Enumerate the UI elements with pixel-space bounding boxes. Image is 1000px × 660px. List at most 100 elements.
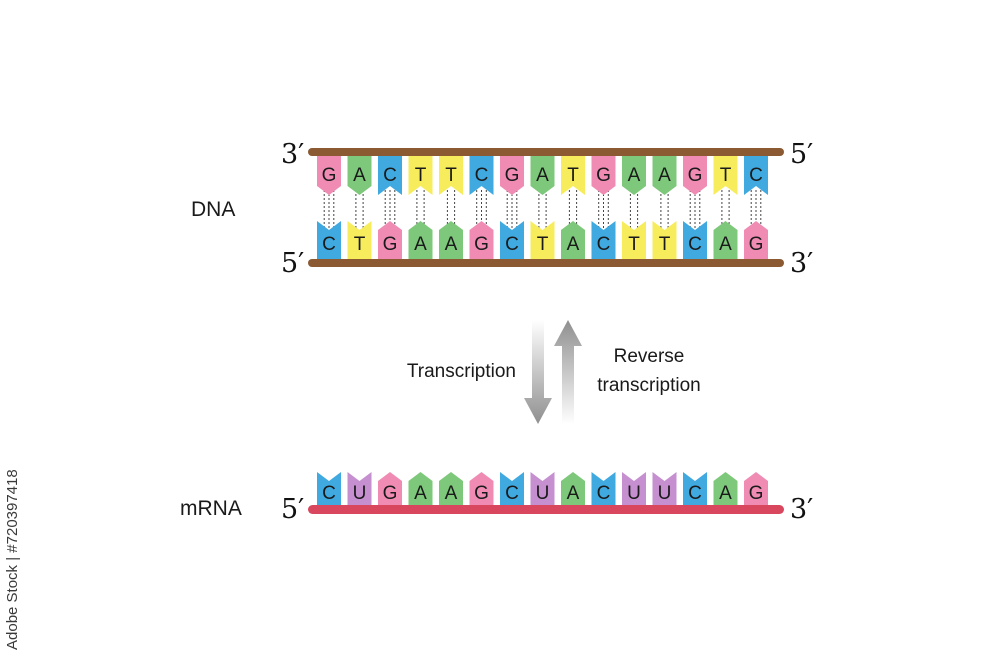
- dna-top-base-2: [347, 155, 372, 195]
- dna-top-base-letter-11: A: [628, 165, 641, 186]
- dna-top-base-1: [317, 155, 341, 195]
- mrna-base-letter-5: A: [445, 483, 458, 504]
- mrna-base-letter-2: U: [353, 483, 367, 504]
- dna-bottom-base-9: [561, 221, 585, 260]
- transcription-arrow-down: [524, 320, 552, 424]
- dna-bottom-base-13: [683, 221, 707, 260]
- mrna-base-letter-1: C: [322, 483, 336, 504]
- mrna-base-6: [469, 472, 494, 506]
- dna-bottom-base-letter-9: A: [567, 234, 580, 255]
- dna-top-base-letter-12: A: [658, 165, 671, 186]
- dna-top-base-letter-6: C: [475, 165, 489, 186]
- mrna-left-end-label: 5′: [281, 494, 304, 525]
- mrna-base-letter-11: U: [627, 483, 641, 504]
- mrna-base-12: [652, 472, 677, 506]
- dna-top-base-13: [683, 155, 707, 195]
- dna-top-base-letter-9: T: [567, 165, 579, 186]
- mrna-base-letter-4: A: [414, 483, 427, 504]
- dna-bottom-base-letter-4: A: [414, 234, 427, 255]
- dna-bottom-base-letter-11: T: [628, 234, 640, 255]
- transcription-label: Transcription: [407, 361, 516, 382]
- dna-bottom-base-7: [500, 221, 524, 260]
- dna-top-base-letter-14: T: [720, 165, 732, 186]
- dna-top-base-letter-1: G: [322, 165, 337, 186]
- dna-bottom-base-letter-6: G: [474, 234, 489, 255]
- dna-bottom-base-6: [469, 221, 494, 260]
- mrna-base-8: [530, 472, 555, 506]
- dna-top-base-letter-8: A: [536, 165, 549, 186]
- mrna-base-2: [347, 472, 372, 506]
- dna-top-base-10: [591, 155, 616, 195]
- dna-top-base-11: [622, 155, 646, 195]
- reverse-transcription-arrow-up: [554, 320, 582, 424]
- dna-bottom-base-4: [408, 221, 433, 260]
- dna-top-left-end-label: 3′: [281, 139, 304, 170]
- mrna-base-7: [500, 472, 524, 506]
- reverse-transcription-label-line2: transcription: [597, 375, 701, 396]
- dna-bottom-base-letter-10: C: [597, 234, 611, 255]
- mrna-base-13: [683, 472, 707, 506]
- dna-top-base-5: [439, 155, 463, 195]
- mrna-base-14: [713, 472, 738, 506]
- dna-top-backbone: [308, 148, 784, 156]
- mrna-label: mRNA: [180, 497, 242, 520]
- dna-bottom-base-letter-7: C: [505, 234, 519, 255]
- dna-top-base-letter-4: T: [415, 165, 427, 186]
- dna-bottom-base-1: [317, 221, 341, 260]
- dna-bottom-base-letter-13: C: [688, 234, 702, 255]
- dna-bottom-base-letter-2: T: [354, 234, 366, 255]
- dna-bottom-base-letter-1: C: [322, 234, 336, 255]
- dna-top-base-letter-15: C: [749, 165, 763, 186]
- reverse-transcription-label-line1: Reverse: [614, 346, 685, 367]
- dna-bottom-base-3: [378, 221, 402, 260]
- mrna-base-9: [561, 472, 585, 506]
- mrna-base-letter-8: U: [536, 483, 550, 504]
- dna-bottom-base-letter-14: A: [719, 234, 732, 255]
- dna-top-base-15: [744, 155, 768, 195]
- mrna-backbone: [308, 505, 784, 514]
- dna-bottom-base-letter-8: T: [537, 234, 549, 255]
- dna-top-base-letter-2: A: [353, 165, 366, 186]
- dna-top-base-7: [500, 155, 524, 195]
- dna-bottom-base-8: [530, 221, 555, 260]
- mrna-base-letter-10: C: [597, 483, 611, 504]
- mrna-base-letter-14: A: [719, 483, 732, 504]
- mrna-base-letter-7: C: [505, 483, 519, 504]
- mrna-base-letter-15: G: [749, 483, 764, 504]
- mrna-base-letter-9: A: [567, 483, 580, 504]
- dna-label: DNA: [191, 198, 235, 221]
- mrna-base-letter-12: U: [658, 483, 672, 504]
- mrna-base-letter-3: G: [383, 483, 398, 504]
- dna-bottom-base-15: [744, 221, 768, 260]
- dna-bottom-base-10: [591, 221, 616, 260]
- dna-bottom-base-5: [439, 221, 463, 260]
- dna-top-base-letter-5: T: [445, 165, 457, 186]
- dna-top-base-9: [561, 155, 585, 195]
- dna-top-right-end-label: 5′: [790, 139, 813, 170]
- dna-top-base-letter-10: G: [596, 165, 611, 186]
- stock-watermark-id: Adobe Stock | #720397418: [4, 469, 21, 650]
- dna-bottom-base-2: [347, 221, 372, 260]
- dna-top-base-12: [652, 155, 677, 195]
- dna-bottom-base-letter-15: G: [749, 234, 764, 255]
- dna-top-base-3: [378, 155, 402, 195]
- dna-top-base-letter-13: G: [688, 165, 703, 186]
- dna-bottom-base-letter-5: A: [445, 234, 458, 255]
- mrna-right-end-label: 3′: [790, 494, 813, 525]
- dna-bottom-left-end-label: 5′: [281, 248, 304, 279]
- dna-bottom-base-letter-3: G: [383, 234, 398, 255]
- mrna-base-letter-13: C: [688, 483, 702, 504]
- mrna-base-letter-6: G: [474, 483, 489, 504]
- dna-top-base-14: [713, 155, 738, 195]
- mrna-base-10: [591, 472, 616, 506]
- mrna-base-5: [439, 472, 463, 506]
- dna-top-base-4: [408, 155, 433, 195]
- dna-top-base-6: [469, 155, 494, 195]
- dna-bottom-backbone: [308, 259, 784, 267]
